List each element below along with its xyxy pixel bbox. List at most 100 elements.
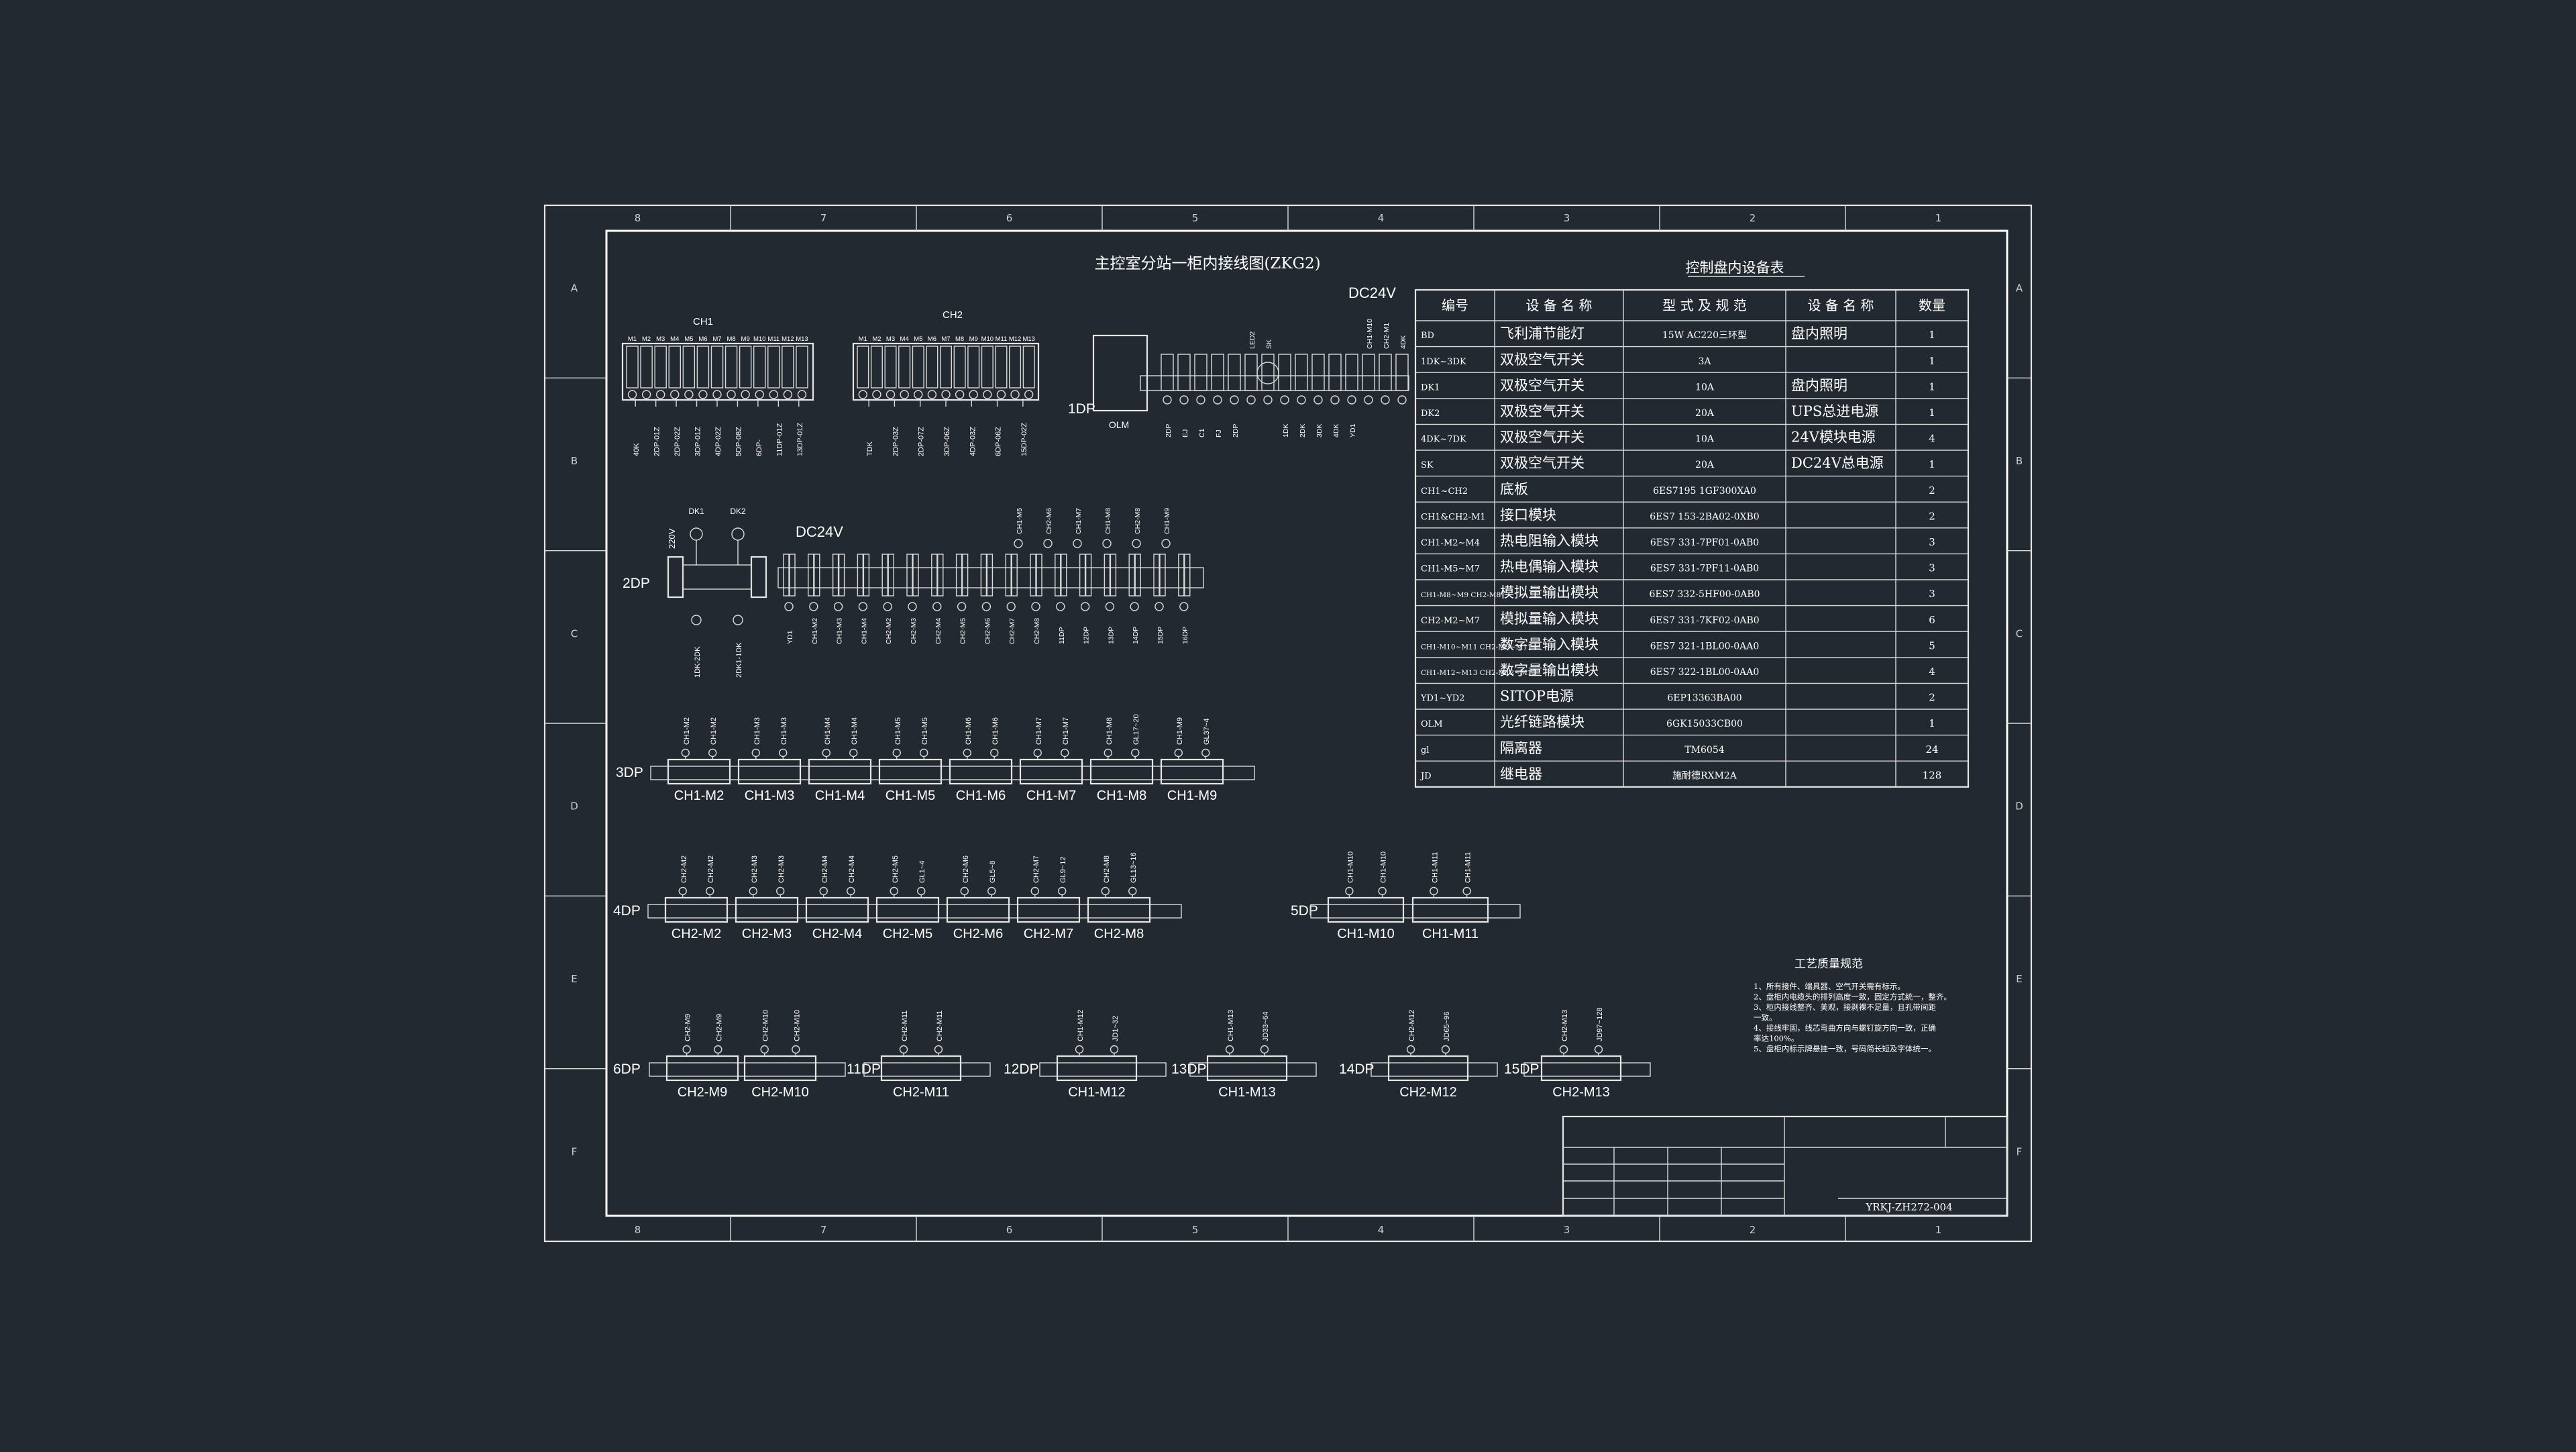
- zone-bottom-4: 4: [1378, 1224, 1385, 1236]
- terminal-circle: [727, 390, 736, 399]
- dp-group-box: [1540, 1055, 1622, 1082]
- dp-wire-label: CH2-M2: [680, 855, 688, 883]
- dp-terminal-circle: [682, 1045, 691, 1054]
- dp-terminal-circle: [1033, 748, 1042, 758]
- zone-top-2: 2: [1750, 212, 1756, 224]
- terminal-circle: [969, 390, 978, 399]
- slot-label: M8: [727, 335, 735, 343]
- dp1-terminal-circle: [1313, 395, 1323, 405]
- dp-terminal-circle: [934, 1045, 943, 1054]
- slot-label: M6: [928, 335, 936, 343]
- dp1-wire-label: 1DK: [1282, 424, 1290, 437]
- dp-terminal-circle: [1430, 886, 1438, 896]
- dp-group-name: CH1-M8: [1097, 788, 1146, 803]
- wire-label: 11DP-01Z: [775, 423, 784, 456]
- dp2-terminal-block: [912, 554, 919, 597]
- table-cell: 6ES7195 1GF300XA0: [1653, 486, 1756, 497]
- dp-group-name: CH2-M7: [1024, 927, 1073, 941]
- slot-label: M1: [628, 335, 637, 343]
- dp-terminal-circle: [706, 886, 714, 896]
- table-cell: 双极空气开关: [1500, 455, 1585, 471]
- dp-terminal-circle: [1225, 1045, 1234, 1054]
- table-cell: CH1-M8~M9 CH2-M8: [1421, 591, 1501, 599]
- dp-terminal-circle: [987, 886, 996, 896]
- dp2-top-wire: CH2-M8: [1134, 508, 1142, 534]
- dp1-terminal-block: [1244, 354, 1258, 391]
- zone-bottom-3: 3: [1564, 1224, 1570, 1236]
- dp1-terminal-circle: [1213, 395, 1222, 405]
- wire-label: 2DP-07Z: [918, 427, 926, 456]
- dp2-bottom-wire: CH2-M5: [959, 618, 967, 644]
- dp1-terminal-block: [1194, 354, 1208, 391]
- table-cell: CH1~CH2: [1421, 486, 1468, 497]
- table-cell: 3: [1929, 588, 1935, 600]
- dp2-top-terminal: [1073, 539, 1082, 548]
- dp-wire-label: GL5~8: [989, 861, 997, 883]
- rack-slot: [696, 346, 710, 388]
- dp2-terminal-block: [1011, 554, 1018, 597]
- terminal-circle: [996, 390, 1006, 399]
- table-cell: OLM: [1421, 719, 1443, 729]
- dp1-terminal-circle: [1330, 395, 1340, 405]
- table-cell: CH1-M5~M7: [1421, 564, 1480, 574]
- dp-group-box: [735, 896, 799, 923]
- rack-slot: [995, 346, 1008, 388]
- terminal-circle: [655, 390, 665, 399]
- dp-wire-label: CH2-M11: [901, 1010, 909, 1041]
- dp2-breaker-body: [682, 564, 752, 590]
- dp1-terminal-circle: [1163, 395, 1172, 405]
- dp2-terminal-circle: [1080, 602, 1090, 611]
- dp-group-name: CH1-M13: [1218, 1085, 1276, 1100]
- dp-group-name: CH1-M11: [1422, 927, 1479, 941]
- terminal-circle: [1024, 390, 1034, 399]
- dp2-left-wire: 2DK1-1DK: [735, 642, 743, 678]
- dp-terminal-circle: [1559, 1045, 1568, 1054]
- dp2-terminal-circle: [883, 602, 892, 611]
- table-cell: SK: [1421, 460, 1434, 470]
- dp-terminal-circle: [779, 748, 788, 758]
- dp-terminal-circle: [920, 748, 928, 758]
- dp2-bottom-wire: 12DP: [1083, 627, 1091, 644]
- dp-label: 13DP: [1171, 1061, 1207, 1077]
- dp-rail: [1310, 904, 1521, 919]
- dp-group-box: [1087, 896, 1151, 923]
- dp-group-box: [737, 758, 802, 785]
- dp1-wire-label: 2DP: [1165, 424, 1173, 437]
- dp2-top-wire: CH1-M7: [1075, 508, 1083, 534]
- dp-group-box: [805, 896, 869, 923]
- terminal-circle: [983, 390, 992, 399]
- dp2-terminal-block: [1153, 554, 1160, 597]
- rack-slot: [796, 346, 808, 388]
- dp-terminal-circle: [792, 1045, 800, 1054]
- slot-label: M11: [996, 335, 1008, 343]
- rack-slot: [967, 346, 980, 388]
- table-cell: 20A: [1695, 460, 1715, 470]
- table-border: [1414, 289, 1970, 788]
- dp2-terminal-circle: [1056, 602, 1065, 611]
- table-cell: 双极空气开关: [1500, 429, 1585, 446]
- dp1-wire-label: SK: [1265, 340, 1273, 349]
- quality-note-line: 5、盘柜内标示牌悬挂一致，号码简长短及字体统一。: [1754, 1044, 1936, 1053]
- dp-label: 14DP: [1339, 1061, 1375, 1077]
- zone-right-E: E: [2016, 973, 2022, 985]
- slot-label: M9: [741, 335, 750, 343]
- breaker-symbol: [690, 527, 703, 541]
- dp-group-name: CH2-M11: [893, 1085, 949, 1100]
- dp2-end-cap: [750, 556, 767, 599]
- dp2-terminal-block: [1159, 554, 1166, 597]
- wire-label: 3DP-01Z: [694, 427, 702, 456]
- dp-group-name: CH1-M12: [1068, 1085, 1126, 1100]
- rack-slot: [767, 346, 780, 388]
- dp-terminal-circle: [849, 748, 858, 758]
- dp-wire-label: CH2-M2: [707, 855, 715, 883]
- dp-group-box: [1019, 758, 1083, 785]
- dp1-terminal-block: [1228, 354, 1241, 391]
- wire-label: 2DP-03Z: [892, 427, 900, 456]
- quality-notes: 工艺质量规范 1、所有接件、端具器、空气开关需有标示。2、盘柜内电缆头的排列高度…: [1754, 957, 1951, 1053]
- dp-wire-label: CH2-M10: [762, 1010, 770, 1041]
